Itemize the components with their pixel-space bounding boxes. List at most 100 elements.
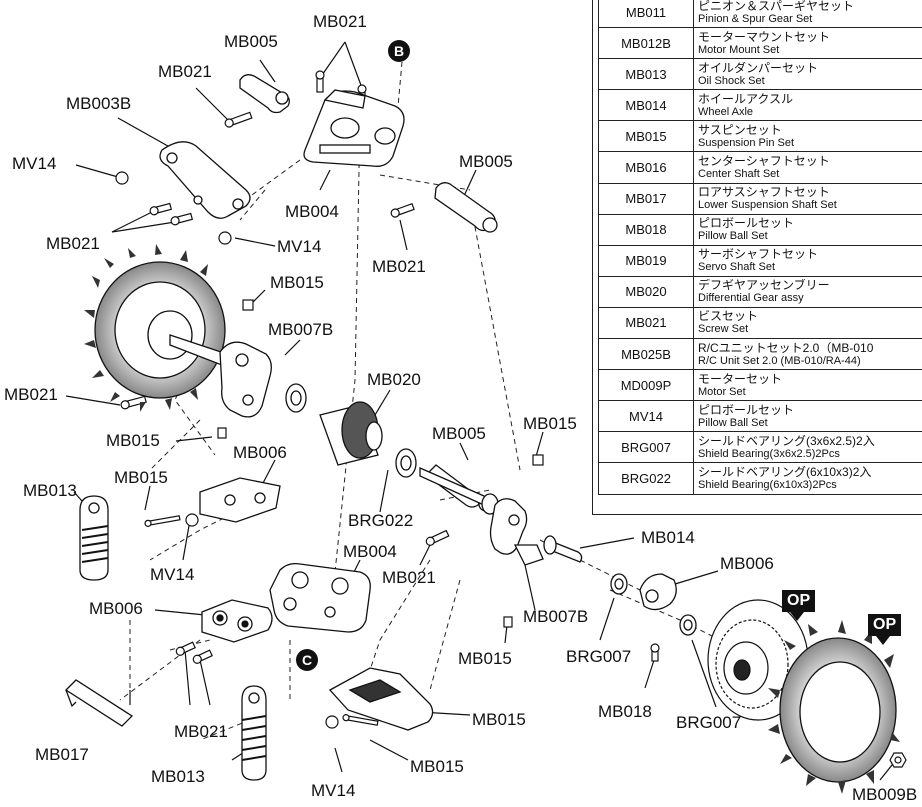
part-code: MB021 xyxy=(598,306,694,340)
right-hub xyxy=(610,573,697,636)
knuckle-left xyxy=(219,341,272,418)
part-code: BRG007 xyxy=(598,431,694,464)
part-code: MB016 xyxy=(598,151,694,184)
part-label: MB015 xyxy=(523,414,577,433)
part-name-japanese: ピロボールセット xyxy=(698,217,795,231)
part-name-japanese: ビスセット xyxy=(698,310,759,324)
part-name-japanese: ピニオン＆スパーギヤセット xyxy=(698,0,855,13)
part-label: MB021 xyxy=(372,257,426,276)
part-label: MB015 xyxy=(410,757,464,776)
part-code: MV14 xyxy=(598,400,694,433)
part-name-japanese: サーボシャフトセット xyxy=(698,248,819,262)
knuckle-right xyxy=(489,498,544,566)
part-code: MB017 xyxy=(598,182,694,215)
lower-arm xyxy=(328,667,434,731)
part-label: MB021 xyxy=(174,722,228,741)
part-name-japanese: センターシャフトセット xyxy=(698,155,830,169)
part-label: MB018 xyxy=(598,702,652,721)
oil-shock-upper xyxy=(79,495,109,581)
gearbox-lower xyxy=(269,562,371,633)
part-name-english: Differential Gear assy xyxy=(698,292,804,305)
part-label: MB003B xyxy=(66,94,132,113)
callout-c: C xyxy=(296,649,318,671)
part-label: MB006 xyxy=(89,599,143,618)
right-spiked-tire xyxy=(768,620,900,794)
part-name-japanese: ロアサスシャフトセット xyxy=(698,186,830,200)
part-label: MB015 xyxy=(472,710,526,729)
part-code: MB013 xyxy=(598,58,694,91)
part-label: MB007B xyxy=(268,320,334,339)
part-name-japanese: R/Cユニットセット2.0（MB-010 xyxy=(698,341,874,355)
part-label: BRG007 xyxy=(676,713,742,732)
part-label: MB013 xyxy=(151,767,205,786)
part-label: MB017 xyxy=(35,745,89,764)
part-name-japanese: ピロボールセット xyxy=(698,403,795,417)
part-label: BRG022 xyxy=(348,511,414,530)
part-label: MB004 xyxy=(285,202,339,221)
part-label: MB004 xyxy=(343,542,397,561)
hub-carrier-upper xyxy=(199,477,281,523)
part-code: MD009P xyxy=(598,369,694,402)
part-name-japanese: シールドベアリング(3x6x2.5)2入 xyxy=(698,434,875,448)
part-name-english: Suspension Pin Set xyxy=(698,136,795,149)
part-label: MB005 xyxy=(224,32,278,51)
part-label: MB009B xyxy=(852,785,918,804)
part-code: MB020 xyxy=(598,275,694,308)
leader-lines xyxy=(65,41,897,781)
part-name-japanese: モーターセット xyxy=(698,372,783,386)
part-label: MB021 xyxy=(382,568,436,587)
part-code: MB018 xyxy=(598,213,694,246)
part-code: MB019 xyxy=(598,244,694,277)
part-label: MB006 xyxy=(720,554,774,573)
part-label: MB021 xyxy=(4,385,58,404)
differential xyxy=(285,383,417,478)
part-label: MB005 xyxy=(432,424,486,443)
wheel-axle xyxy=(543,535,583,563)
part-label: MB015 xyxy=(270,273,324,292)
part-label: MB007B xyxy=(523,607,589,626)
part-label: MB006 xyxy=(233,443,287,462)
part-label: MB021 xyxy=(313,12,367,31)
part-label: MB021 xyxy=(158,62,212,81)
optional-part-tag: OP xyxy=(868,614,902,645)
part-name-english: Pillow Ball Set xyxy=(698,416,768,429)
part-name-english: Wheel Axle xyxy=(698,105,754,118)
part-label: MB014 xyxy=(641,528,695,547)
part-name-japanese: ホイールアクスル xyxy=(698,92,794,106)
part-name-english: Shield Bearing(3x6x2.5)2Pcs xyxy=(698,447,840,460)
hub-carrier-lower xyxy=(201,599,273,643)
part-name-japanese: デフギヤアッセンブリー xyxy=(698,279,830,293)
upper-arm xyxy=(159,141,251,219)
optional-part-tag: OP xyxy=(782,590,816,621)
part-name-english: Pillow Ball Set xyxy=(698,230,768,243)
part-name-english: R/C Unit Set 2.0 (MB-010/RA-44) xyxy=(698,354,861,367)
part-label: MB005 xyxy=(459,152,513,171)
part-label: MB021 xyxy=(46,234,100,253)
callout-b: B xyxy=(388,40,410,62)
parts-table-frame xyxy=(592,0,922,515)
part-name-english: Oil Shock Set xyxy=(698,74,765,87)
part-label: MB020 xyxy=(367,370,421,389)
part-code: MB011 xyxy=(598,0,694,29)
part-name-english: Center Shaft Set xyxy=(698,168,780,181)
